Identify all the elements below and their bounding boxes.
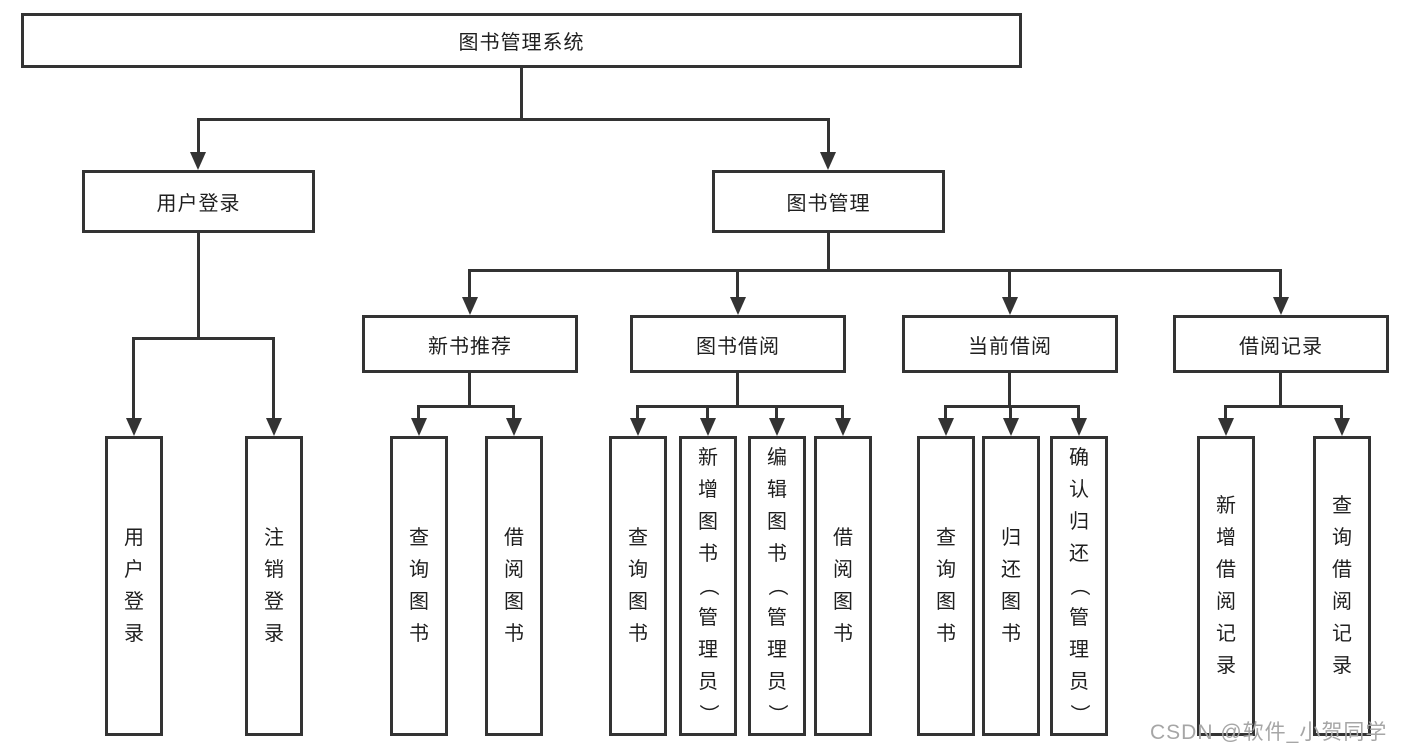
- connector-line: [132, 337, 135, 419]
- node-borrowing-records: 借阅记录: [1173, 315, 1389, 373]
- node-user-login-label: 用户登录: [156, 193, 241, 215]
- leaf-query-books-recommend-label: 查询图书: [409, 527, 429, 645]
- arrow-down-icon: [730, 297, 746, 315]
- connector-line: [775, 405, 778, 419]
- connector-line: [638, 405, 843, 408]
- leaf-return-books: 归还图书: [982, 436, 1040, 736]
- arrow-down-icon: [700, 418, 716, 436]
- arrow-down-icon: [462, 297, 478, 315]
- connector-line: [197, 118, 200, 153]
- node-current-borrowing-label: 当前借阅: [968, 335, 1052, 358]
- connector-line: [1008, 373, 1011, 408]
- leaf-borrow-books-borrowing: 借阅图书: [814, 436, 872, 736]
- connector-line: [134, 337, 274, 340]
- connector-line: [1340, 405, 1343, 419]
- arrow-down-icon: [506, 418, 522, 436]
- leaf-query-books-borrowing: 查询图书: [609, 436, 667, 736]
- connector-line: [827, 118, 830, 153]
- leaf-add-books-admin-label: 新增图书（管理员）: [697, 447, 719, 724]
- node-book-management-label: 图书管理: [786, 193, 871, 215]
- connector-line: [197, 233, 200, 340]
- connector-line: [1279, 373, 1282, 408]
- node-new-book-recommend-label: 新书推荐: [428, 335, 512, 358]
- connector-line: [417, 405, 420, 419]
- connector-line: [841, 405, 844, 419]
- connector-line: [736, 373, 739, 408]
- connector-line: [520, 68, 523, 121]
- leaf-query-borrow-record-label: 查询借阅记录: [1332, 495, 1352, 677]
- connector-line: [636, 405, 639, 419]
- leaf-borrow-books-recommend: 借阅图书: [485, 436, 543, 736]
- connector-line: [827, 233, 830, 272]
- arrow-down-icon: [769, 418, 785, 436]
- connector-line: [1226, 405, 1342, 408]
- node-current-borrowing: 当前借阅: [902, 315, 1118, 373]
- arrow-down-icon: [1071, 418, 1087, 436]
- node-new-book-recommend: 新书推荐: [362, 315, 578, 373]
- connector-line: [468, 373, 471, 408]
- node-book-borrowing-label: 图书借阅: [696, 335, 780, 358]
- arrow-down-icon: [630, 418, 646, 436]
- connector-line: [468, 269, 471, 298]
- connector-line: [512, 405, 515, 419]
- leaf-logout-login-label: 注销登录: [264, 527, 284, 645]
- arrow-down-icon: [1218, 418, 1234, 436]
- node-root-label: 图书管理系统: [458, 32, 585, 54]
- connector-line: [1009, 405, 1012, 419]
- arrow-down-icon: [1273, 297, 1289, 315]
- connector-line: [1077, 405, 1080, 419]
- connector-line: [1224, 405, 1227, 419]
- leaf-borrow-books-recommend-label: 借阅图书: [504, 527, 524, 645]
- leaf-edit-books-admin: 编辑图书（管理员）: [748, 436, 806, 736]
- leaf-query-books-borrowing-label: 查询图书: [628, 527, 648, 645]
- connector-line: [1008, 269, 1011, 298]
- arrow-down-icon: [126, 418, 142, 436]
- leaf-user-login-label: 用户登录: [124, 527, 144, 645]
- connector-line: [470, 269, 1281, 272]
- arrow-down-icon: [820, 152, 836, 170]
- leaf-add-borrow-record: 新增借阅记录: [1197, 436, 1255, 736]
- arrow-down-icon: [938, 418, 954, 436]
- connector-line: [197, 118, 830, 121]
- leaf-query-books-current-label: 查询图书: [936, 527, 956, 645]
- connector-line: [946, 405, 1079, 408]
- leaf-borrow-books-borrowing-label: 借阅图书: [833, 527, 853, 645]
- arrow-down-icon: [1002, 297, 1018, 315]
- node-root: 图书管理系统: [21, 13, 1022, 68]
- leaf-confirm-return-admin-label: 确认归还（管理员）: [1068, 447, 1090, 724]
- leaf-query-borrow-record: 查询借阅记录: [1313, 436, 1371, 736]
- node-book-borrowing: 图书借阅: [630, 315, 846, 373]
- connector-line: [736, 269, 739, 298]
- arrow-down-icon: [835, 418, 851, 436]
- arrow-down-icon: [1334, 418, 1350, 436]
- leaf-return-books-label: 归还图书: [1001, 527, 1021, 645]
- leaf-add-borrow-record-label: 新增借阅记录: [1216, 495, 1236, 677]
- leaf-logout-login: 注销登录: [245, 436, 303, 736]
- arrow-down-icon: [1003, 418, 1019, 436]
- leaf-confirm-return-admin: 确认归还（管理员）: [1050, 436, 1108, 736]
- node-user-login: 用户登录: [82, 170, 315, 233]
- leaf-query-books-recommend: 查询图书: [390, 436, 448, 736]
- connector-line: [419, 405, 514, 408]
- leaf-add-books-admin: 新增图书（管理员）: [679, 436, 737, 736]
- connector-line: [272, 337, 275, 419]
- leaf-user-login: 用户登录: [105, 436, 163, 736]
- arrow-down-icon: [190, 152, 206, 170]
- watermark: CSDN @软件_小贺同学: [1150, 721, 1388, 744]
- connector-line: [706, 405, 709, 419]
- arrow-down-icon: [266, 418, 282, 436]
- node-book-management: 图书管理: [712, 170, 945, 233]
- connector-line: [1279, 269, 1282, 298]
- connector-line: [944, 405, 947, 419]
- arrow-down-icon: [411, 418, 427, 436]
- leaf-edit-books-admin-label: 编辑图书（管理员）: [766, 447, 788, 724]
- leaf-query-books-current: 查询图书: [917, 436, 975, 736]
- node-borrowing-records-label: 借阅记录: [1239, 335, 1323, 358]
